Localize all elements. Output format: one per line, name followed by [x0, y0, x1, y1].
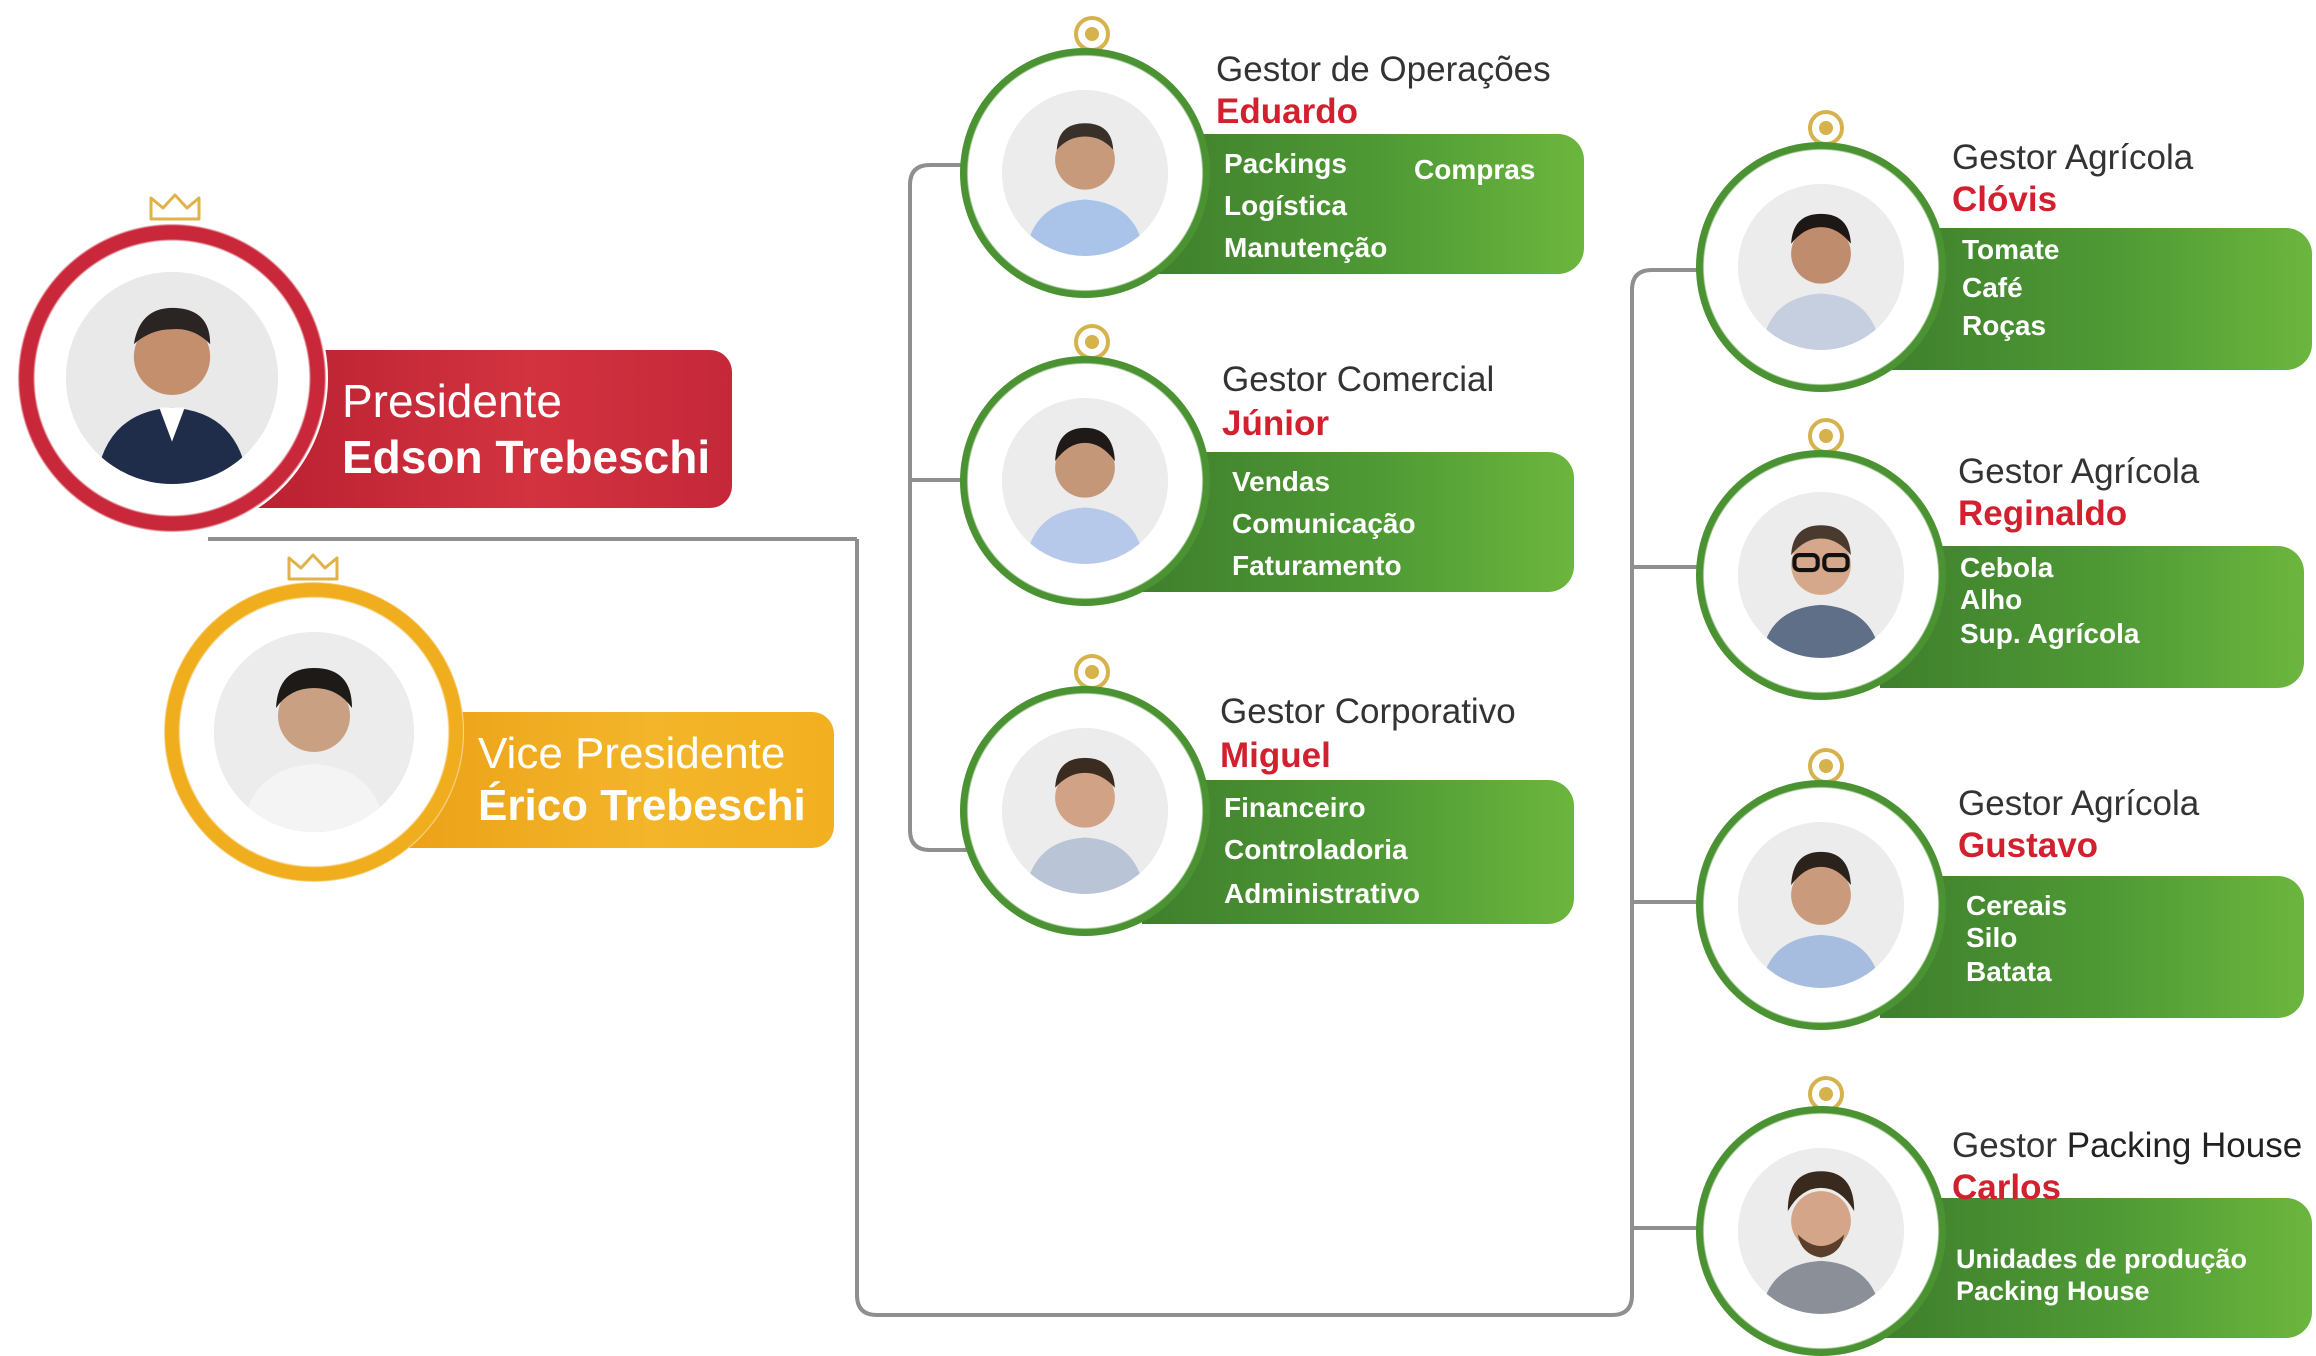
- department-label: Compras: [1414, 154, 1536, 185]
- manager-role: Gestor Corporativo: [1220, 692, 1516, 731]
- department-label: Café: [1962, 272, 2023, 303]
- connector-corp-branch: [908, 539, 975, 852]
- manager-banner: [1880, 228, 2312, 370]
- department-label: Tomate: [1962, 234, 2060, 265]
- president-banner: Presidente Edson Trebeschi: [230, 350, 732, 508]
- department-label: Faturamento: [1232, 550, 1402, 581]
- president-role: Presidente: [342, 375, 562, 427]
- manager-banner: [1142, 452, 1574, 592]
- department-label: Unidades de produção: [1956, 1244, 2248, 1274]
- president-photo: [66, 272, 278, 484]
- department-label: Controladoria: [1224, 834, 1408, 865]
- president-name: Edson Trebeschi: [342, 431, 711, 483]
- manager-photo: [1738, 822, 1904, 988]
- department-label: Roças: [1962, 310, 2047, 341]
- department-label: Packings: [1224, 148, 1347, 179]
- department-label: Vendas: [1232, 466, 1331, 497]
- manager-role: Gestor de Operações: [1216, 50, 1551, 89]
- manager-name: Gustavo: [1958, 826, 2099, 865]
- connector-left-trunk: [855, 268, 1710, 1317]
- manager-role-suffix: Packing House: [2066, 1126, 2303, 1165]
- department-label: Alho: [1960, 584, 2023, 615]
- vice-president-photo: [214, 632, 414, 832]
- connector-ops-branch: [908, 163, 975, 539]
- manager-banner: [1142, 780, 1574, 924]
- manager-photo: [1002, 90, 1168, 256]
- manager-name: Miguel: [1220, 736, 1331, 775]
- manager-role: Gestor Comercial: [1222, 360, 1495, 399]
- department-label: Administrativo: [1224, 878, 1421, 909]
- manager-name: Eduardo: [1216, 92, 1358, 131]
- manager-role: Gestor Agrícola: [1958, 784, 2200, 823]
- manager-name: Clóvis: [1952, 180, 2058, 219]
- manager-photo: [1002, 728, 1168, 894]
- manager-photo: [1002, 398, 1168, 564]
- manager-banner: [1142, 134, 1584, 274]
- manager-role-prefix: Gestor: [1952, 1126, 2058, 1165]
- manager-name: Júnior: [1222, 404, 1329, 443]
- department-label: Logística: [1224, 190, 1347, 221]
- department-label: Comunicação: [1232, 508, 1416, 539]
- vice-president-role: Vice Presidente: [478, 729, 786, 778]
- manager-banner: [1880, 546, 2304, 688]
- crown-icon: [287, 553, 339, 581]
- manager-photo: [1738, 1148, 1904, 1314]
- department-label: Batata: [1966, 956, 2052, 987]
- department-label: Manutenção: [1224, 232, 1388, 263]
- manager-photo: [1738, 184, 1904, 350]
- department-label: Cebola: [1960, 552, 2054, 583]
- manager-banner: [1880, 876, 2304, 1018]
- vice-president-name: Érico Trebeschi: [478, 781, 806, 830]
- manager-role: Gestor Agrícola: [1952, 138, 2194, 177]
- manager-banner: [1880, 1198, 2312, 1338]
- department-label: Cereais: [1966, 890, 2068, 921]
- department-label: Sup. Agrícola: [1960, 618, 2140, 649]
- manager-name: Reginaldo: [1958, 494, 2128, 533]
- manager-name: Carlos: [1952, 1168, 2061, 1207]
- crown-icon: [149, 193, 201, 221]
- manager-role: Gestor Packing House: [1952, 1126, 2302, 1166]
- department-label: Packing House: [1956, 1276, 2150, 1306]
- department-label: Financeiro: [1224, 792, 1366, 823]
- manager-role: Gestor Agrícola: [1958, 452, 2200, 491]
- manager-photo: [1738, 492, 1904, 658]
- department-label: Silo: [1966, 922, 2018, 953]
